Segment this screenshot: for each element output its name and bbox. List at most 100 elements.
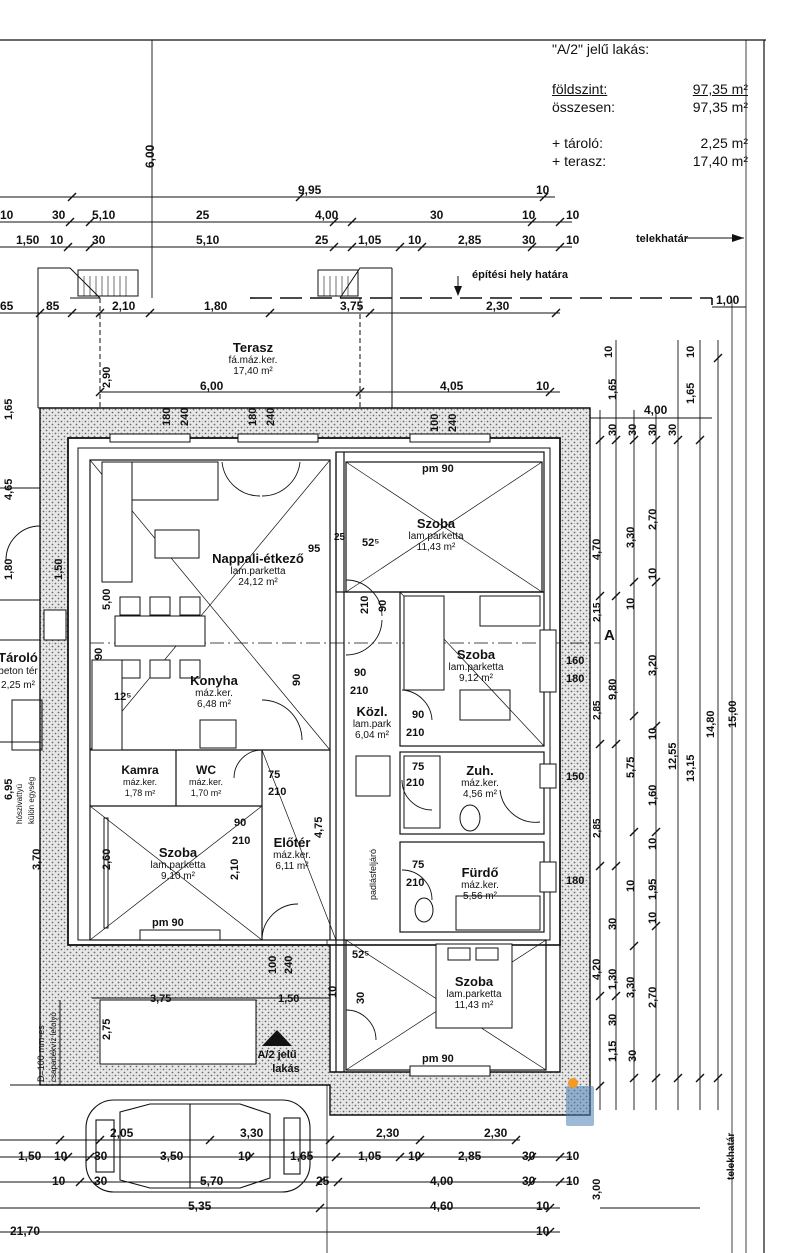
svg-text:2,90: 2,90: [101, 367, 113, 388]
svg-text:2,70: 2,70: [647, 509, 659, 530]
svg-text:30: 30: [94, 1174, 108, 1188]
room-diagonals: [89, 459, 547, 1071]
entrance-arrow-icon: [262, 1030, 292, 1046]
svg-text:1,78 m²: 1,78 m²: [125, 788, 156, 798]
svg-text:5,75: 5,75: [625, 757, 637, 778]
svg-text:2,75: 2,75: [101, 1019, 113, 1040]
svg-text:5,10: 5,10: [196, 233, 220, 247]
svg-text:30: 30: [52, 208, 66, 222]
svg-text:15,00: 15,00: [727, 700, 739, 728]
furniture: [91, 461, 541, 1029]
svg-text:1,95: 1,95: [647, 879, 659, 900]
svg-text:10: 10: [566, 208, 580, 222]
svg-text:lam.parketta: lam.parketta: [230, 566, 285, 577]
building-boundary-line: [250, 297, 713, 305]
svg-text:100: 100: [267, 956, 279, 974]
svg-text:75: 75: [268, 769, 280, 781]
svg-text:10: 10: [685, 346, 697, 358]
svg-text:Zuh.: Zuh.: [466, 763, 493, 778]
svg-text:11,43 m²: 11,43 m²: [455, 1000, 494, 1011]
svg-text:beton tér: beton tér: [0, 666, 38, 677]
svg-text:2,30: 2,30: [484, 1126, 508, 1140]
svg-text:30: 30: [627, 1050, 639, 1062]
dimension-labels-right: 10 10 1,65 1,65 30 30 30 30 3,30 2,70 10…: [591, 346, 739, 1200]
svg-text:30: 30: [627, 424, 639, 436]
svg-text:210: 210: [406, 727, 424, 739]
door-swings: [221, 461, 541, 1041]
svg-text:10: 10: [566, 233, 580, 247]
dimension-lines-right: [599, 340, 719, 1110]
svg-text:lam.parketta: lam.parketta: [446, 989, 501, 1000]
svg-text:hószivattyú: hószivattyú: [15, 784, 24, 824]
svg-text:1,80: 1,80: [3, 559, 15, 580]
svg-text:30: 30: [667, 424, 679, 436]
svg-text:180: 180: [247, 408, 259, 426]
svg-text:pm 90: pm 90: [422, 1053, 454, 1065]
summary-row-total: összesen: 97,35 m²: [552, 99, 748, 115]
svg-text:Előtér: Előtér: [274, 835, 311, 850]
svg-text:52⁵: 52⁵: [362, 537, 379, 549]
svg-text:9,80: 9,80: [607, 679, 619, 700]
svg-text:lam.parketta: lam.parketta: [448, 662, 503, 673]
svg-text:4,56 m²: 4,56 m²: [463, 789, 498, 800]
svg-text:2,05: 2,05: [110, 1126, 134, 1140]
svg-text:Kamra: Kamra: [121, 763, 159, 777]
svg-text:30: 30: [92, 233, 106, 247]
svg-text:csapadékvíz lefolyó: csapadékvíz lefolyó: [49, 1012, 58, 1082]
misc-labels: telekhatár építési hely határa A A/2 jel…: [15, 233, 737, 1180]
svg-text:11,43 m²: 11,43 m²: [417, 542, 456, 553]
svg-text:65: 65: [0, 299, 14, 313]
svg-text:21,70: 21,70: [10, 1224, 40, 1238]
svg-text:30: 30: [94, 1149, 108, 1163]
svg-text:25: 25: [315, 233, 329, 247]
svg-text:4,05: 4,05: [440, 379, 464, 393]
svg-text:2,15: 2,15: [592, 602, 603, 622]
svg-text:10: 10: [647, 838, 659, 850]
svg-text:9,12 m²: 9,12 m²: [459, 673, 494, 684]
svg-text:2,30: 2,30: [376, 1126, 400, 1140]
svg-text:máz.ker.: máz.ker.: [123, 777, 157, 787]
svg-text:1,50: 1,50: [18, 1149, 42, 1163]
svg-text:180: 180: [161, 408, 173, 426]
svg-text:30: 30: [607, 918, 619, 930]
svg-text:építési hely határa: építési hely határa: [472, 269, 569, 281]
svg-text:90: 90: [291, 674, 303, 686]
svg-text:10: 10: [522, 208, 536, 222]
room-zuh: Zuh.máz.ker.4,56 m²: [461, 763, 499, 800]
svg-text:10: 10: [536, 379, 550, 393]
svg-text:1,00: 1,00: [716, 293, 740, 307]
svg-text:210: 210: [232, 835, 250, 847]
svg-text:2,10: 2,10: [112, 299, 136, 313]
svg-text:4,00: 4,00: [430, 1174, 454, 1188]
svg-text:25: 25: [196, 208, 210, 222]
svg-text:A/2 jelű: A/2 jelű: [257, 1049, 296, 1061]
svg-text:14,80: 14,80: [705, 710, 717, 738]
svg-text:5,00: 5,00: [101, 589, 113, 610]
svg-text:6,11 m²: 6,11 m²: [275, 861, 309, 872]
svg-text:2,25 m²: 2,25 m²: [1, 680, 36, 691]
svg-text:Szoba: Szoba: [455, 974, 494, 989]
svg-text:2,30: 2,30: [486, 299, 510, 313]
svg-text:3,30: 3,30: [240, 1126, 264, 1140]
svg-text:máz.ker.: máz.ker.: [273, 850, 311, 861]
svg-text:Fürdő: Fürdő: [462, 865, 499, 880]
car-outline: [85, 1099, 311, 1193]
svg-text:12,55: 12,55: [667, 742, 679, 770]
adjacent-unit-left: [0, 487, 330, 1086]
svg-text:180: 180: [566, 875, 584, 887]
watermark-logo: [566, 1078, 716, 1128]
svg-text:Szoba: Szoba: [159, 845, 198, 860]
svg-text:30: 30: [607, 424, 619, 436]
svg-text:1,05: 1,05: [358, 233, 382, 247]
svg-text:1,50: 1,50: [53, 559, 65, 580]
svg-text:30: 30: [355, 992, 367, 1004]
svg-text:10: 10: [647, 728, 659, 740]
summary-row-storage: + tároló: 2,25 m²: [552, 135, 748, 151]
svg-text:9,10 m²: 9,10 m²: [161, 871, 196, 882]
svg-text:95: 95: [308, 543, 320, 555]
svg-text:máz.ker.: máz.ker.: [461, 778, 499, 789]
svg-text:fá.máz.ker.: fá.máz.ker.: [229, 355, 278, 366]
